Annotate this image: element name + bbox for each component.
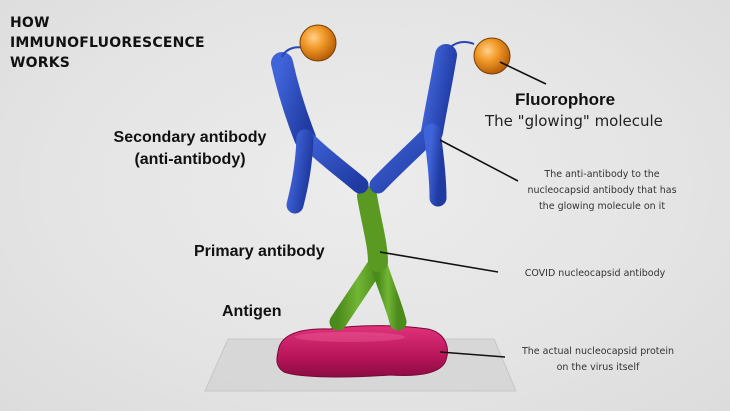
left-fluorophore (299, 24, 337, 62)
fluorophore-sublabel: The "glowing" molecule (485, 112, 663, 130)
secondary-note-line-2: nucleocapsid antibody that has (527, 185, 677, 196)
secondary-antibody-label-line-1: Secondary antibody (113, 129, 267, 146)
primary-antibody-shape (329, 186, 407, 331)
title-line-2: IMMUNOFLUORESCENCE (10, 35, 205, 51)
fluorophore-label: Fluorophore (515, 90, 616, 109)
secondary-antibody-note: The anti-antibody to the nucleocapsid an… (512, 167, 692, 215)
primary-antibody-label: Primary antibody (194, 243, 325, 260)
antigen-callout-line (439, 351, 506, 358)
secondary-antibody-label: Secondary antibody (anti-antibody) (95, 127, 285, 171)
primary-callout-line (379, 251, 499, 273)
antigen-note-line-1: The actual nucleocapsid protein (521, 346, 674, 357)
secondary-callout-line (439, 139, 519, 182)
title-line-3: WORKS (10, 55, 71, 71)
antigen-shape (276, 325, 448, 378)
secondary-note-line-3: the glowing molecule on it (538, 201, 666, 212)
primary-antibody-note: COVID nucleocapsid antibody (524, 268, 666, 279)
left-secondary-antibody-shape (271, 52, 369, 214)
title-line-1: HOW (10, 15, 50, 31)
right-linker (447, 41, 475, 51)
secondary-note-line-1: The anti-antibody to the (544, 169, 660, 180)
secondary-antibody-label-line-2: (anti-antibody) (134, 151, 246, 168)
antigen-note-line-2: on the virus itself (556, 362, 640, 373)
right-secondary-antibody-shape (369, 44, 457, 207)
fluorophore-callout-line (499, 61, 547, 85)
antigen-label: Antigen (222, 303, 282, 320)
right-fluorophore (473, 37, 511, 75)
diagram-title: HOW IMMUNOFLUORESCENCE WORKS (10, 13, 205, 73)
antigen-note: The actual nucleocapsid protein on the v… (503, 344, 693, 376)
